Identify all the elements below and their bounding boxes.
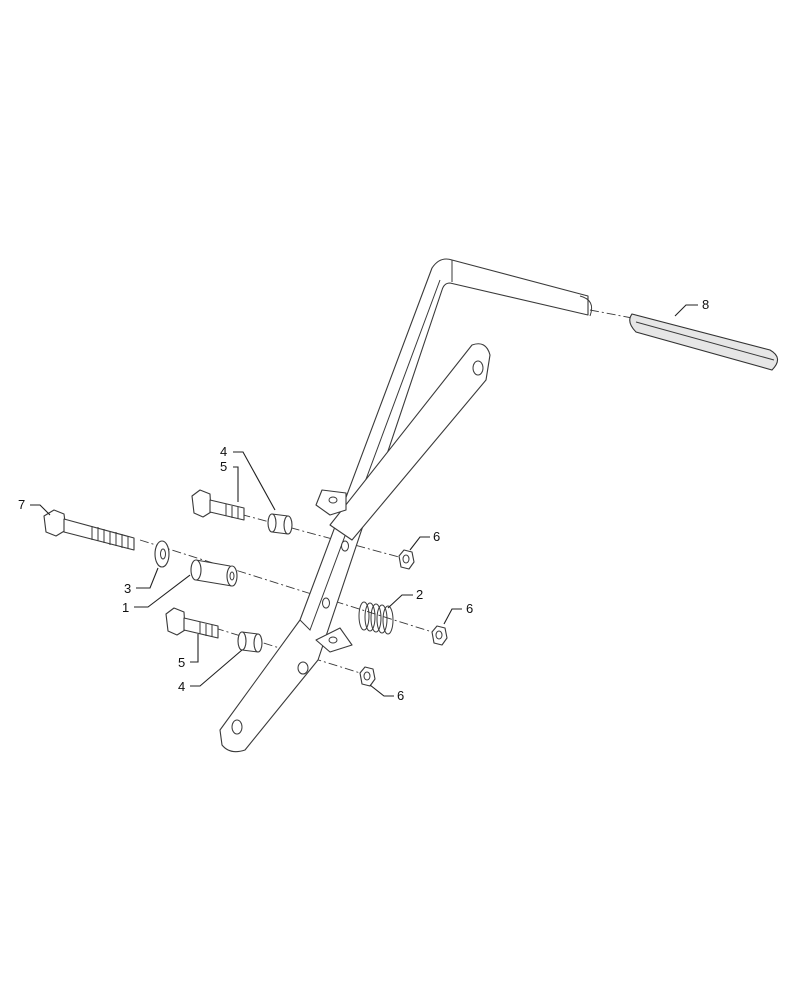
callout-5-lower: 5 <box>178 655 185 670</box>
callout-6-middle: 6 <box>466 601 473 616</box>
nut-middle <box>431 625 448 646</box>
callout-3: 3 <box>124 581 131 596</box>
callout-8: 8 <box>702 297 709 312</box>
pedal-grip-pad <box>629 313 779 371</box>
washer <box>154 540 170 568</box>
bushing-sleeve <box>190 559 238 587</box>
callout-5-upper: 5 <box>220 459 227 474</box>
spacer-upper <box>267 513 293 535</box>
callout-4-lower: 4 <box>178 679 185 694</box>
nut-upper <box>398 549 415 570</box>
nut-lower <box>359 666 376 687</box>
callout-1: 1 <box>122 600 129 615</box>
callout-7: 7 <box>18 497 25 512</box>
callout-6-upper: 6 <box>433 529 440 544</box>
callout-2: 2 <box>416 587 423 602</box>
short-bolt-upper <box>191 489 245 521</box>
callout-6-lower: 6 <box>397 688 404 703</box>
support-strap <box>329 343 491 541</box>
callout-labels: 7 8 4 5 3 1 2 5 4 6 6 6 <box>18 297 709 703</box>
short-bolt-lower <box>165 607 219 639</box>
leader-lines <box>30 304 698 697</box>
coil-spring <box>358 601 394 635</box>
pedal-arm <box>219 258 593 753</box>
bracket-tabs <box>315 489 353 653</box>
long-bolt <box>43 509 135 551</box>
callout-4-upper: 4 <box>220 444 227 459</box>
spacer-lower <box>237 631 263 653</box>
